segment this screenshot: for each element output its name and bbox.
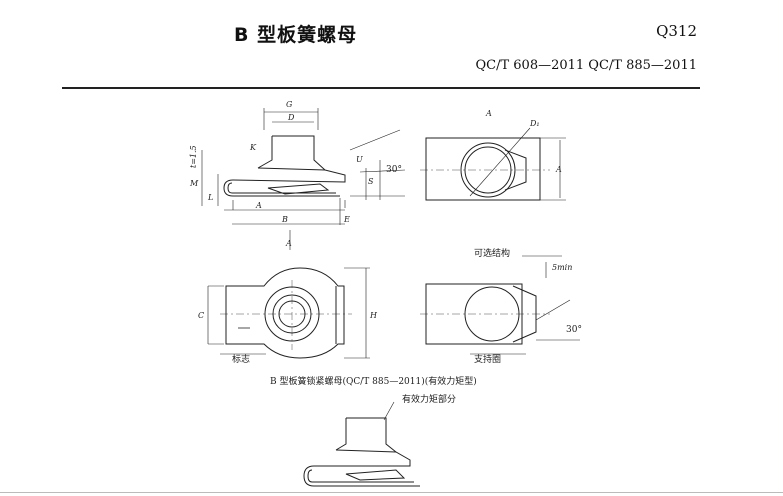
dim-label-5min: 5min xyxy=(552,263,572,272)
view-label-a-top: A xyxy=(485,109,492,118)
dim-label-c: C xyxy=(198,311,204,320)
optional-view xyxy=(220,255,580,355)
dim-label-k: K xyxy=(249,143,257,152)
figure-caption: B 型板簧锁紧螺母(QC/T 885—2011)(有效力矩型) xyxy=(270,375,477,387)
caption-mark: 标志 xyxy=(232,353,250,365)
dim-label-d: D xyxy=(287,113,295,122)
header-rule xyxy=(62,87,700,89)
caption-optional: 可选结构 xyxy=(474,247,510,259)
page-title: B 型板簧螺母 xyxy=(234,24,358,46)
dim-label-l: L xyxy=(207,193,213,202)
dim-label-t: t=1.5 xyxy=(189,145,198,168)
dim-label-m: M xyxy=(189,179,199,188)
torque-view xyxy=(303,401,420,487)
dim-label-s: S xyxy=(368,177,374,186)
standard-code: Q312 xyxy=(656,22,697,40)
standard-references: QC/T 608—2011 QC/T 885—2011 xyxy=(475,58,697,73)
angle-label-top: 30° xyxy=(386,165,402,175)
bottom-rule xyxy=(0,492,783,493)
angle-label-bottom: 30° xyxy=(566,325,582,335)
caption-support: 支持圈 xyxy=(474,353,501,365)
view-label-a-bottom: A xyxy=(285,239,292,248)
dim-label-d1: D₁ xyxy=(529,119,540,128)
dim-label-e: E xyxy=(343,215,350,224)
dim-label-g: G xyxy=(286,100,293,109)
dim-label-a: A xyxy=(255,201,262,210)
side-view xyxy=(201,108,406,250)
dim-label-u: U xyxy=(356,155,363,164)
dim-label-h: H xyxy=(369,311,378,320)
dim-label-b: B xyxy=(281,215,288,224)
dim-label-a-right: A xyxy=(555,165,562,174)
top-view-a xyxy=(420,127,566,201)
plan-view xyxy=(207,267,370,359)
caption-torque: 有效力矩部分 xyxy=(402,393,456,405)
